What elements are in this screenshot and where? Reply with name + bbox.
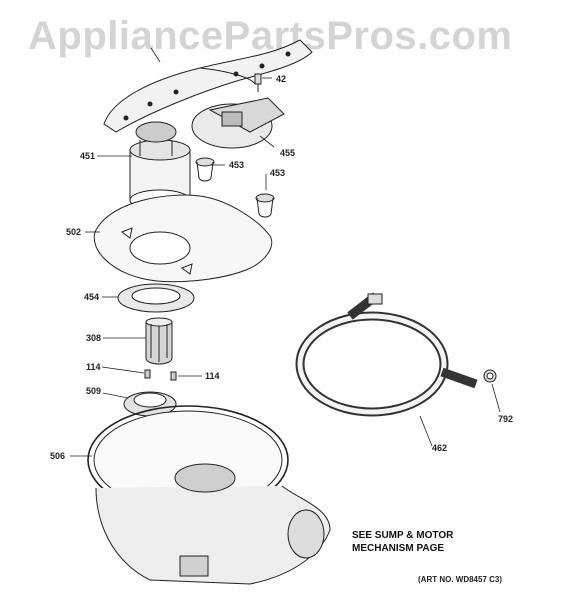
callout-453-a: 453 xyxy=(229,160,245,170)
callout-451: 451 xyxy=(80,151,96,161)
callout-792: 792 xyxy=(498,414,514,424)
sump-body xyxy=(95,463,331,585)
callout-502: 502 xyxy=(66,227,82,237)
cap-453-b xyxy=(255,193,275,218)
upper-spray-arm xyxy=(103,39,313,133)
cap-453-a xyxy=(195,157,215,182)
callout-506: 506 xyxy=(50,451,66,461)
art-number: (ART NO. WD8457 C3) xyxy=(418,575,503,584)
part-509 xyxy=(123,391,177,417)
callout-308: 308 xyxy=(86,333,102,343)
callout-114-right: 114 xyxy=(205,371,220,381)
leader-lines xyxy=(70,47,501,457)
note-line-1: SEE SUMP & MOTOR xyxy=(352,530,454,541)
plate-502 xyxy=(93,194,273,283)
drain-hose-462 xyxy=(295,292,478,417)
ring-454 xyxy=(117,283,195,313)
screw-42 xyxy=(254,73,262,92)
filter-308 xyxy=(145,317,173,365)
callout-42: 42 xyxy=(276,74,287,84)
callout-509: 509 xyxy=(86,386,102,396)
callout-114-left: 114 xyxy=(86,362,101,372)
callout-453-b: 453 xyxy=(270,168,286,178)
watermark-logo: AppliancePartsPros.com xyxy=(28,14,513,58)
callout-454: 454 xyxy=(84,292,100,302)
screw-114-left xyxy=(144,369,151,379)
callout-455: 455 xyxy=(280,148,296,158)
sump-motor-note: SEE SUMP & MOTOR MECHANISM PAGE xyxy=(352,529,453,555)
clamp-792 xyxy=(483,369,497,383)
callout-462: 462 xyxy=(432,443,448,453)
note-line-2: MECHANISM PAGE xyxy=(352,543,445,554)
screw-114-right xyxy=(170,371,177,381)
manifold-455 xyxy=(191,97,285,149)
